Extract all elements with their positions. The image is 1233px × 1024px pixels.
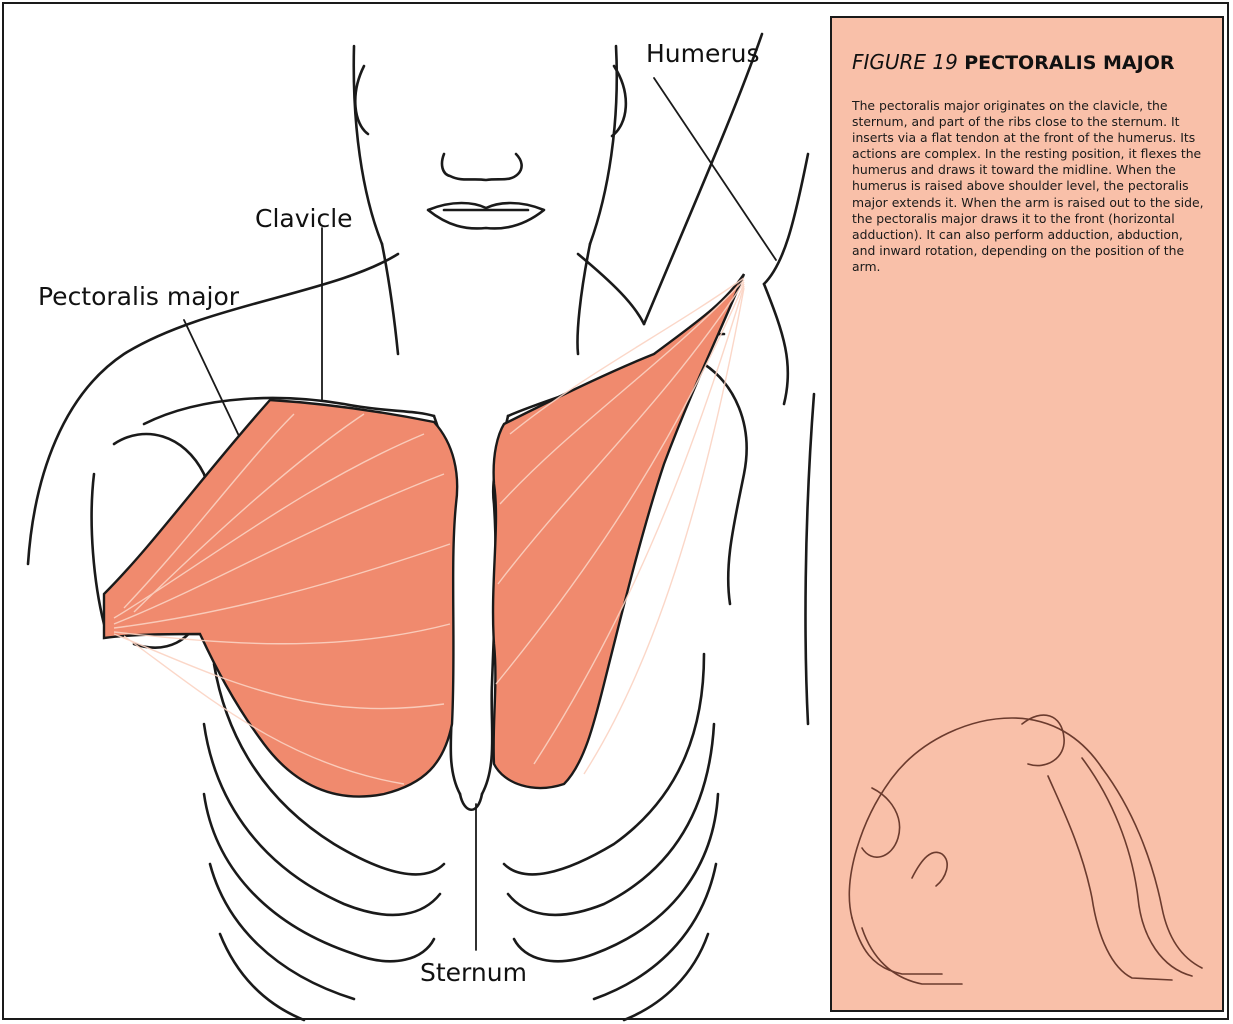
figure-caption-panel: FIGURE 19 PECTORALIS MAJOR The pectorali…: [830, 16, 1224, 1012]
humerus-leader: [654, 78, 776, 260]
chest-anatomy-illustration: [4, 4, 824, 1022]
figure-title: FIGURE 19 PECTORALIS MAJOR: [852, 52, 1222, 73]
figure-number: FIGURE 19: [852, 50, 958, 74]
face-left-contour: [354, 46, 382, 244]
label-sternum: Sternum: [420, 960, 527, 985]
label-clavicle: Clavicle: [255, 206, 353, 231]
left-pectoralis-muscle: [104, 400, 457, 797]
label-humerus: Humerus: [646, 41, 760, 66]
figure-description: The pectoralis major originates on the c…: [852, 98, 1208, 275]
face-right-contour: [590, 46, 617, 244]
right-pectoralis-muscle: [493, 274, 744, 788]
label-pectoralis-major: Pectoralis major: [38, 284, 239, 309]
mouth: [428, 203, 544, 228]
wheel-pose-illustration: [832, 678, 1226, 1008]
figure-name: PECTORALIS MAJOR: [964, 52, 1174, 74]
nose: [442, 154, 522, 180]
